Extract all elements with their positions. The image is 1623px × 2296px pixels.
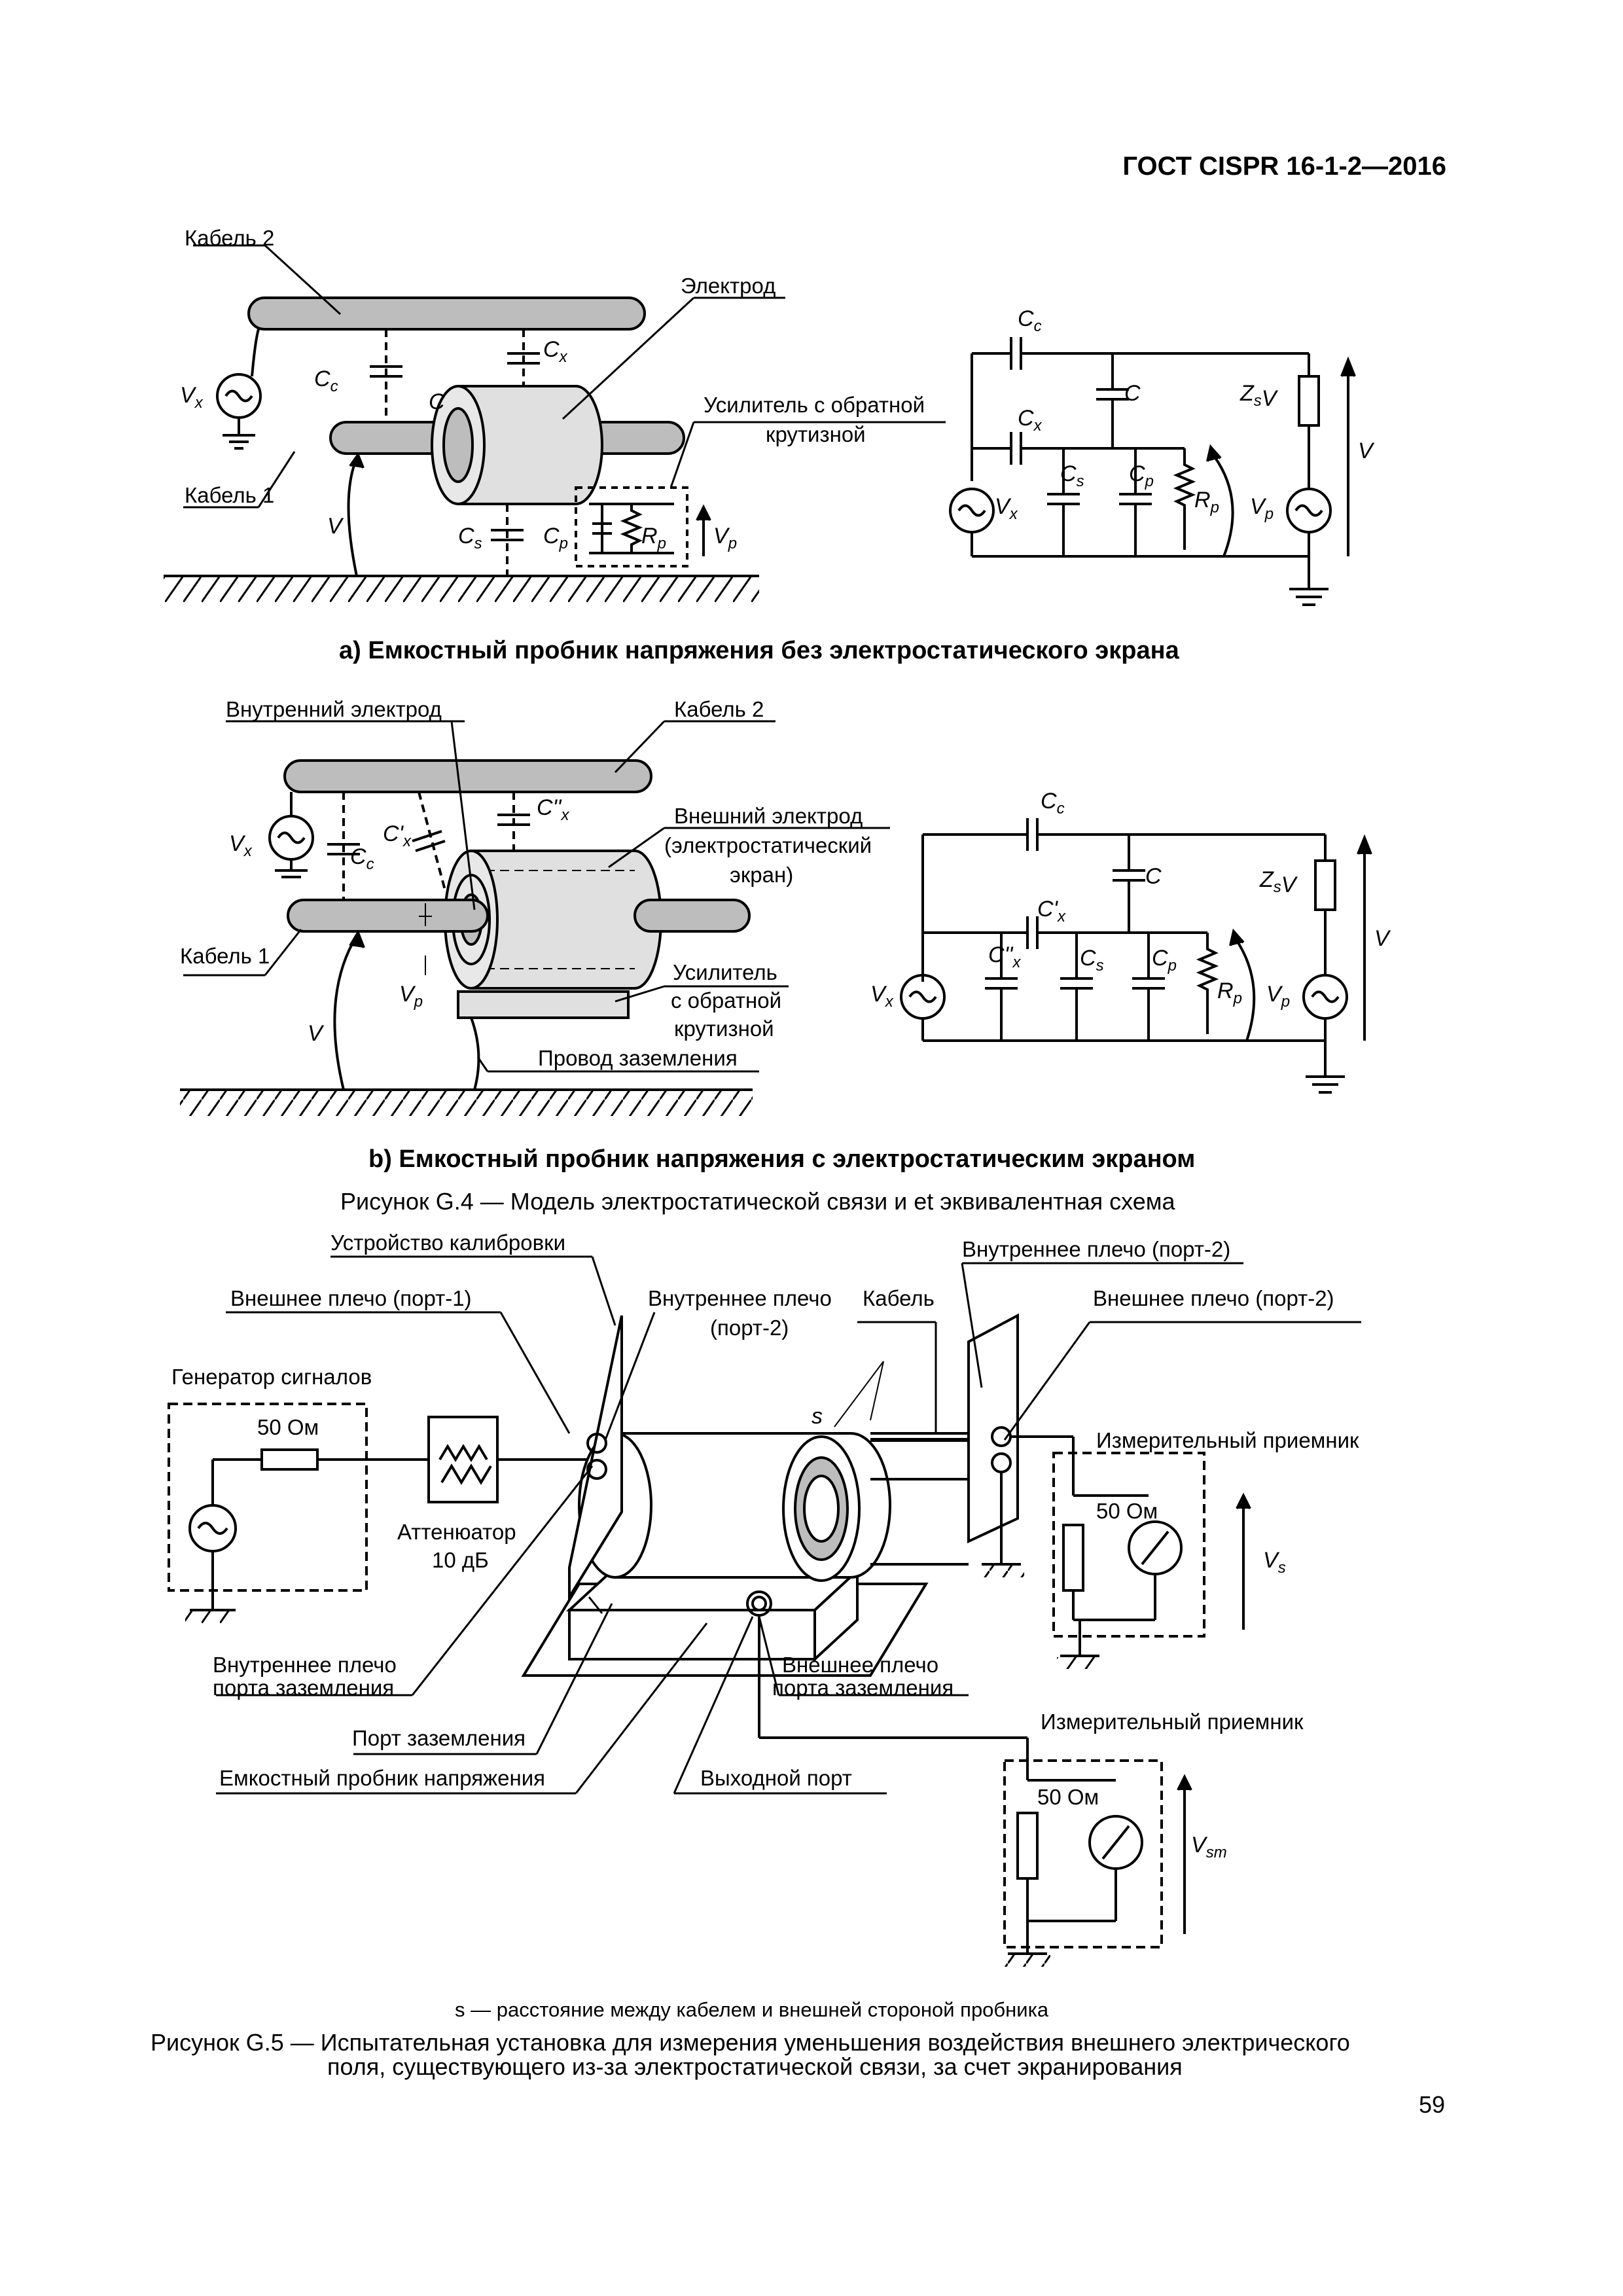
caption-fig-b: b) Емкостный пробник напряжения с электр… [368, 1145, 1196, 1173]
label-cable2-b: Кабель 2 [674, 697, 764, 721]
label-outer-ground-arm2: порта заземления [772, 1676, 954, 1700]
label-ground-port: Порт заземления [352, 1726, 526, 1750]
svg-text:Vx: Vx [995, 494, 1018, 523]
caption-fig-g5-line1: Рисунок G.5 — Испытательная установка дл… [151, 2029, 1350, 2056]
label-outer-arm-port1: Внешнее плечо (порт-1) [230, 1286, 472, 1310]
label-receiver-2: Измерительный приемник [1041, 1710, 1304, 1734]
label-cable1-b: Кабель 1 [180, 944, 270, 968]
label-inner-ground-arm1: Внутреннее плечо [213, 1653, 397, 1677]
fig-b-model [180, 720, 890, 1116]
svg-text:Cx: Cx [543, 337, 568, 366]
label-probe: Емкостный пробник напряжения [219, 1766, 546, 1790]
label-outer-electrode-3: экран) [730, 863, 794, 887]
svg-text:V: V [327, 514, 344, 539]
svg-text:V: V [308, 1021, 325, 1046]
label-cable1-a: Кабель 1 [185, 483, 275, 507]
svg-text:Cs: Cs [1060, 461, 1084, 490]
caption-fig-a: а) Емкостный пробник напряжения без элек… [339, 637, 1179, 664]
svg-text:ZsV: ZsV [1259, 867, 1298, 897]
svg-text:Vp: Vp [1266, 982, 1290, 1011]
svg-text:V: V [1374, 926, 1391, 951]
label-amplifier-a: Усилитель с обратной [704, 393, 925, 417]
svg-text:C'x: C'x [1037, 897, 1066, 925]
svg-text:Cp: Cp [1152, 946, 1177, 975]
component-symbols: Vx Cc Cx C Cs Cp Rp Vp V Cc C ZsV Cx Cs … [180, 306, 1391, 1861]
label-electrode: Электрод [681, 274, 776, 298]
svg-text:C''x: C''x [988, 942, 1022, 971]
svg-text:s: s [812, 1404, 823, 1429]
label-cable: Кабель [863, 1286, 935, 1310]
svg-text:Vp: Vp [399, 982, 423, 1011]
label-output-port: Выходной порт [700, 1766, 852, 1790]
label-signal-generator: Генератор сигналов [171, 1365, 372, 1389]
label-amplifier-b1: Усилитель [673, 960, 777, 984]
label-outer-electrode: Внешний электрод [674, 804, 863, 828]
svg-text:Cp: Cp [543, 524, 568, 552]
svg-text:Vx: Vx [180, 383, 204, 412]
svg-text:Vp: Vp [1250, 494, 1274, 523]
svg-text:Cx: Cx [1018, 406, 1043, 435]
caption-fig-g5-line2: поля, существующего из-за электростатиче… [327, 2053, 1183, 2080]
label-amplifier-b3: крутизной [674, 1016, 774, 1041]
svg-text:C''x: C''x [537, 795, 570, 824]
svg-text:Vsm: Vsm [1191, 1833, 1227, 1861]
svg-text:V: V [1358, 439, 1375, 463]
s-note: s — расстояние между кабелем и внешней с… [455, 1998, 1049, 2021]
caption-fig-g4: Рисунок G.4 — Модель электростатической … [340, 1188, 1175, 1215]
svg-text:Rp: Rp [1217, 978, 1242, 1007]
svg-text:Cc: Cc [350, 844, 374, 873]
svg-text:Vs: Vs [1263, 1548, 1286, 1577]
svg-text:Cc: Cc [314, 367, 338, 395]
label-ground-wire: Провод заземления [538, 1046, 738, 1070]
label-receiver-1: Измерительный приемник [1096, 1428, 1359, 1452]
label-attenuator-db: 10 дБ [432, 1548, 489, 1572]
label-inner-ground-arm2: порта заземления [213, 1676, 395, 1700]
svg-text:Cs: Cs [458, 524, 482, 552]
svg-text:C: C [1124, 381, 1141, 406]
label-amplifier-a2: крутизной [766, 422, 866, 446]
label-50ohm-rx2: 50 Ом [1037, 1785, 1099, 1809]
fig-a-schematic [949, 337, 1356, 606]
label-calib-device: Устройство калибровки [330, 1230, 566, 1255]
label-inner-arm-port2-b: (порт-2) [710, 1316, 789, 1340]
page-number: 59 [1418, 2091, 1445, 2118]
label-outer-ground-arm1: Внешнее плечо [782, 1653, 939, 1677]
label-attenuator: Аттенюатор [397, 1520, 516, 1544]
label-outer-electrode-2: (электростатический [664, 833, 872, 857]
label-50ohm-gen: 50 Ом [257, 1415, 319, 1439]
svg-text:Cc: Cc [1041, 789, 1065, 817]
svg-text:C: C [429, 389, 445, 414]
fig-g5-setup [168, 1255, 1361, 1967]
svg-text:Cc: Cc [1018, 306, 1042, 335]
label-50ohm-rx1: 50 Ом [1096, 1499, 1158, 1523]
svg-text:Rp: Rp [641, 524, 666, 552]
svg-text:Cs: Cs [1080, 946, 1104, 975]
label-inner-arm-port2-a: Внутреннее плечо [648, 1286, 832, 1310]
svg-text:Vp: Vp [713, 524, 737, 552]
svg-text:Vx: Vx [229, 831, 253, 860]
svg-text:C: C [1145, 864, 1162, 889]
svg-text:Rp: Rp [1194, 488, 1219, 516]
svg-text:Cp: Cp [1129, 461, 1154, 490]
fig-a-model [164, 244, 946, 602]
label-inner-electrode: Внутренний электрод [226, 697, 442, 721]
svg-text:C'x: C'x [383, 821, 412, 850]
label-outer-arm-port2: Внешнее плечо (порт-2) [1093, 1286, 1334, 1310]
label-amplifier-b2: с обратной [671, 988, 782, 1013]
label-inner-arm-top-right: Внутреннее плечо (порт-2) [962, 1237, 1231, 1261]
document-id: ГОСТ CISPR 16-1-2—2016 [1122, 152, 1446, 181]
label-cable2-a: Кабель 2 [185, 226, 275, 250]
fig-b-schematic [900, 818, 1372, 1094]
svg-text:Vx: Vx [870, 982, 894, 1011]
svg-text:ZsV: ZsV [1240, 381, 1279, 411]
